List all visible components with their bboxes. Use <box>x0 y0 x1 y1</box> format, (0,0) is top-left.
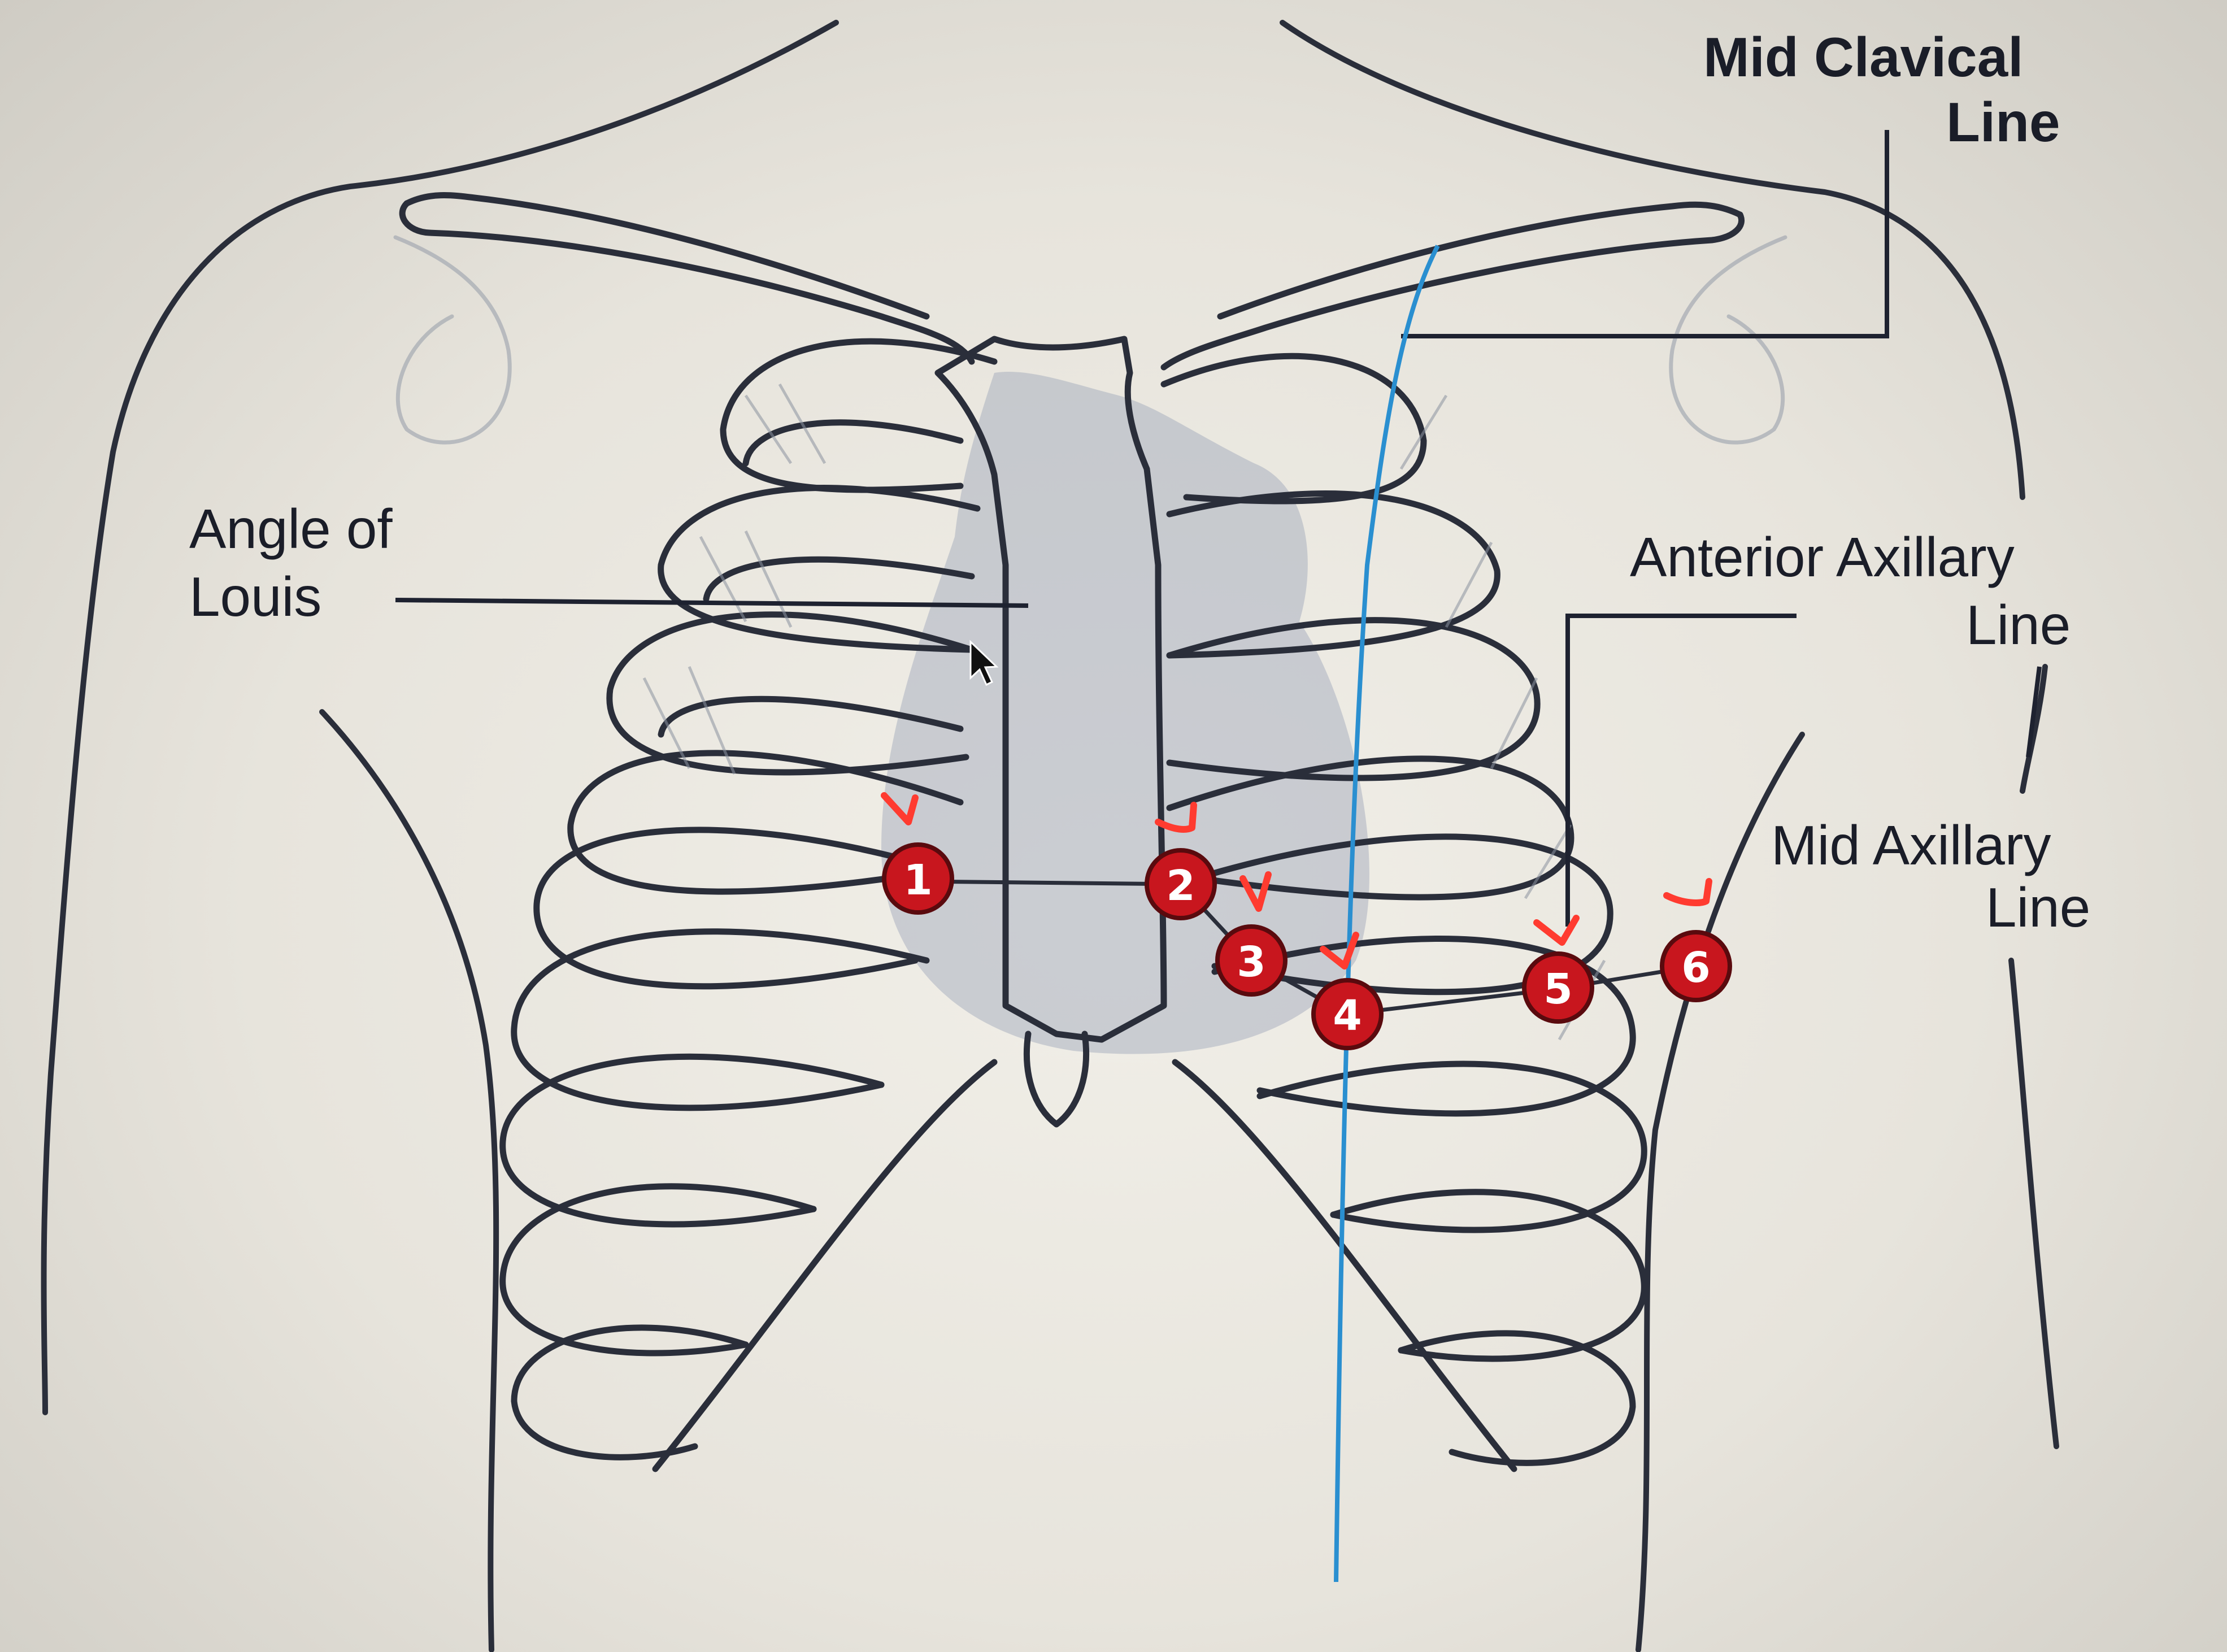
check-mark-v2 <box>1155 802 1197 833</box>
mid-clavical-label-line1: Mid Clavical <box>1703 26 2023 88</box>
mid-clavical-label-line2: Line <box>1946 91 2060 153</box>
sternum <box>934 336 1167 1128</box>
electrode-v5-number: 5 <box>1543 965 1573 1014</box>
anterior-axillary-leader <box>1565 614 1797 927</box>
scapula-outlines <box>393 235 1787 445</box>
body-outline <box>41 20 2059 1652</box>
electrode-v5: 5 <box>1522 951 1594 1024</box>
mid-clavical-leader <box>1401 130 1889 338</box>
electrode-v6-number: 6 <box>1681 944 1711 992</box>
mid-axillary-leader <box>2026 666 2042 758</box>
angle-of-louis-leader <box>395 598 1029 608</box>
electrode-v1-number: 1 <box>903 856 933 905</box>
check-mark-v6 <box>1663 878 1712 906</box>
mid-clavicular-line <box>1334 245 1440 1583</box>
ribs-left <box>499 338 998 1472</box>
check-mark-v1 <box>881 792 919 825</box>
electrode-v2-number: 2 <box>1166 862 1195 910</box>
electrode-v3: 3 <box>1215 924 1288 997</box>
electrode-v4: 4 <box>1311 978 1384 1050</box>
electrode-v4-number: 4 <box>1333 992 1362 1040</box>
ribs-right <box>1160 353 1647 1472</box>
mid-axillary-label-line2: Line <box>1986 876 2090 938</box>
clavicles <box>399 192 1745 371</box>
mid-axillary-label-line1: Mid Axillary <box>1771 814 2051 876</box>
check-mark-v4 <box>1320 932 1359 970</box>
leader-lines <box>395 130 2042 927</box>
check-marks <box>881 792 1712 970</box>
electrode-v1: 1 <box>882 842 954 915</box>
anterior-axillary-label-line2: Line <box>1966 594 2071 656</box>
angle-of-louis-label-line2: Louis <box>189 566 321 628</box>
check-mark-v5 <box>1533 915 1580 946</box>
mouse-cursor-icon <box>969 640 999 686</box>
electrode-v2: 2 <box>1145 848 1217 920</box>
electrode-v6: 6 <box>1660 930 1732 1002</box>
angle-of-louis-label-line1: Angle of <box>189 498 393 560</box>
electrode-v3-number: 3 <box>1237 938 1266 986</box>
check-mark-v3 <box>1239 871 1272 912</box>
anterior-axillary-label-line1: Anterior Axillary <box>1630 526 2015 588</box>
